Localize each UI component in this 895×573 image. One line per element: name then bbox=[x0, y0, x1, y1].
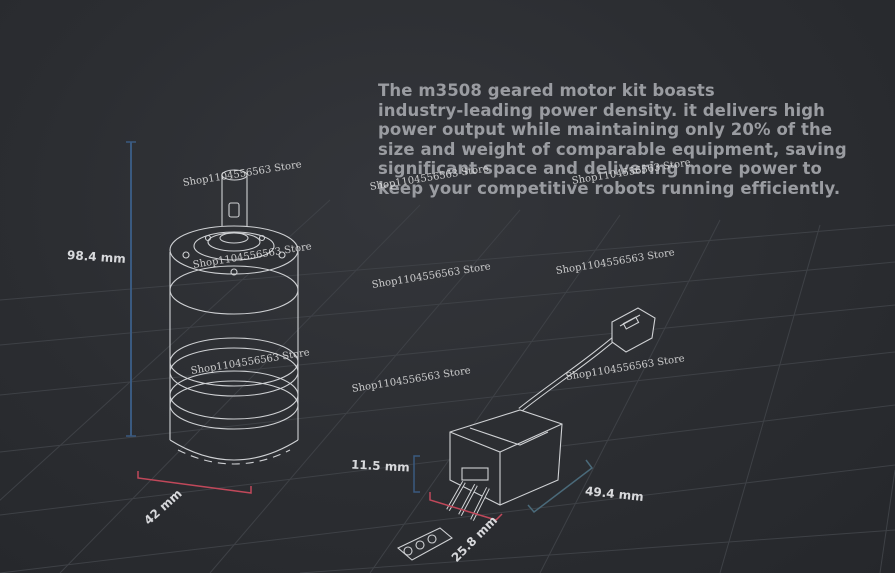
height-bar bbox=[126, 141, 136, 437]
headline-line: keep your competitive robots running eff… bbox=[378, 178, 841, 198]
diameter-bar bbox=[137, 471, 252, 494]
headline-line: The m3508 geared motor kit boasts bbox=[378, 81, 715, 100]
motor-drawing bbox=[169, 169, 299, 465]
floor-grid bbox=[0, 199, 895, 573]
esc-height-bar bbox=[413, 455, 420, 493]
esc-width-bar bbox=[429, 492, 503, 521]
headline-text: The m3508 geared motor kit boasts indust… bbox=[378, 81, 848, 199]
esc-height-label: 11.5 mm bbox=[350, 457, 411, 475]
headline-line: industry-leading power density. it deliv… bbox=[378, 100, 825, 120]
headline-line: size and weight of comparable equipment,… bbox=[378, 139, 847, 159]
esc-length-bar bbox=[527, 459, 594, 514]
headline-line: power output while maintaining only 20% … bbox=[378, 120, 833, 140]
headline-line: significant space and delivering more po… bbox=[378, 159, 822, 179]
esc-drawing bbox=[396, 307, 656, 561]
